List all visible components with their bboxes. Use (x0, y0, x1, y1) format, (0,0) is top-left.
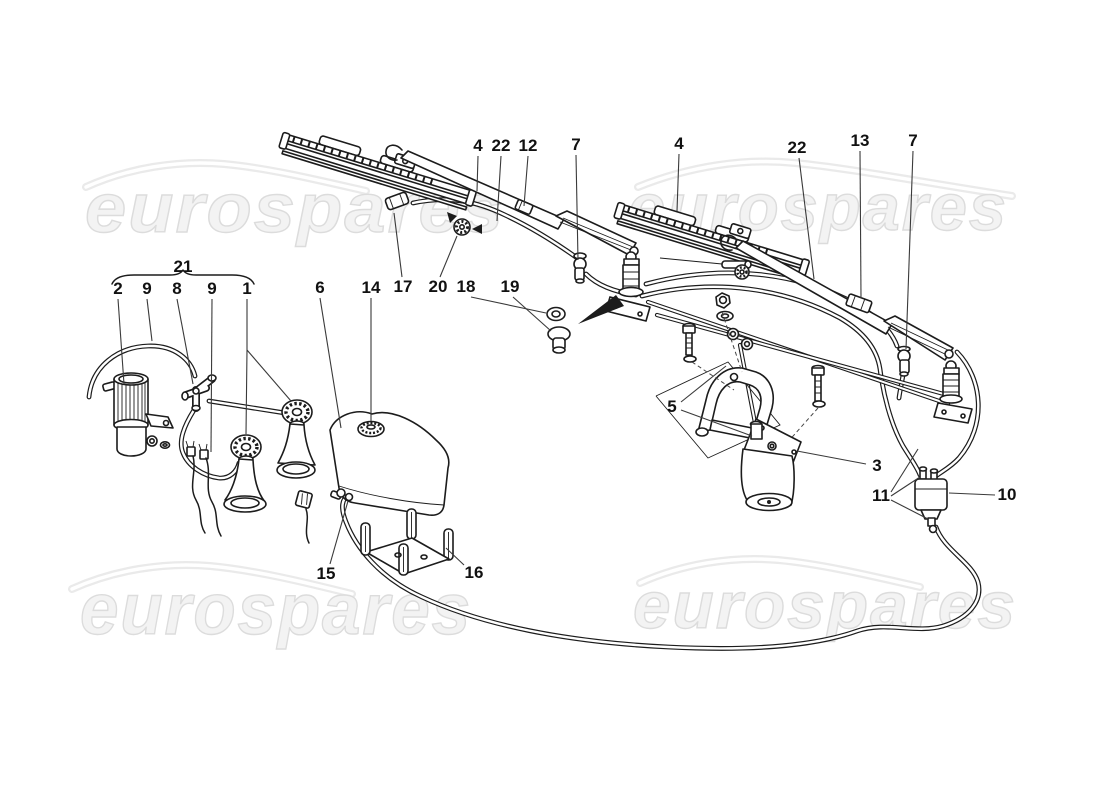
leader-line-22 (798, 157, 815, 280)
hose-clip-17 (384, 191, 410, 211)
hose-elbow-right (897, 345, 911, 377)
one-way-valve (914, 466, 948, 534)
reservoir-cap (357, 420, 385, 438)
leader-line-20 (439, 235, 458, 278)
pointer-arrow (578, 295, 624, 324)
leader-line-9 (210, 298, 213, 453)
washer-hose-right (642, 273, 978, 476)
wiper-motor (740, 418, 802, 512)
mounting-bracket (360, 508, 454, 576)
leader-line-5 (680, 365, 727, 403)
leader-line-18 (470, 296, 547, 314)
spindle-washer (716, 310, 734, 322)
watermark-text: eurospares (85, 169, 505, 247)
leader-line-5 (680, 409, 753, 437)
bracket-reference-outline (655, 361, 781, 459)
leader-line-9 (146, 298, 153, 342)
washer-pump (102, 372, 174, 457)
leader-line-2 (117, 298, 125, 385)
tee-fitting (181, 374, 217, 411)
leader-line-3 (796, 450, 867, 465)
leader-line-6 (319, 297, 342, 429)
leader-line-22 (496, 155, 502, 222)
assembly-guide-lines (691, 311, 819, 445)
watermark-text: eurospares (80, 570, 472, 650)
bolt (811, 364, 826, 408)
leader-line-11 (890, 476, 921, 497)
leader-line-7 (575, 154, 579, 261)
bolt (682, 322, 697, 363)
spindle-nut (715, 292, 731, 309)
leader-line-8 (176, 298, 194, 385)
leader-line-4 (476, 155, 479, 192)
leader-line-13 (859, 150, 862, 299)
leader-line-19 (512, 296, 552, 332)
wiper-blade-left (278, 131, 477, 211)
bracket-21-brace (111, 269, 255, 285)
leader-line-7 (905, 150, 914, 350)
leader-line-12 (523, 155, 529, 207)
watermark-swoosh (68, 157, 1016, 598)
leader-lines (117, 150, 996, 566)
leader-line-17 (393, 212, 403, 278)
hose-elbow-left (573, 252, 587, 284)
arm-joint-12 (514, 199, 534, 215)
air-horn-left (223, 434, 267, 513)
reservoir-outlet (330, 488, 354, 502)
air-horn-right (276, 399, 316, 479)
watermark-text: eurospares (633, 568, 1017, 642)
leader-line-4 (676, 153, 680, 212)
horn-wire (294, 490, 313, 544)
leader-line-16 (445, 547, 465, 566)
leader-line-15 (329, 500, 349, 565)
wiper-spindle-left (605, 251, 651, 322)
washer-reservoir (329, 411, 450, 516)
wiper-arm-right (720, 234, 954, 361)
leader-line-10 (948, 492, 996, 496)
leader-line-1 (246, 349, 292, 402)
leader-line-1 (245, 299, 248, 435)
grommet-18 (546, 306, 566, 322)
leader-line-11 (890, 499, 929, 520)
grommet-19 (547, 326, 571, 354)
star-grommet (734, 264, 750, 280)
leader-line-11 (890, 448, 919, 493)
grommet-20 (447, 212, 482, 236)
pump-wires (185, 440, 222, 537)
wiper-spindle-right (933, 360, 973, 424)
